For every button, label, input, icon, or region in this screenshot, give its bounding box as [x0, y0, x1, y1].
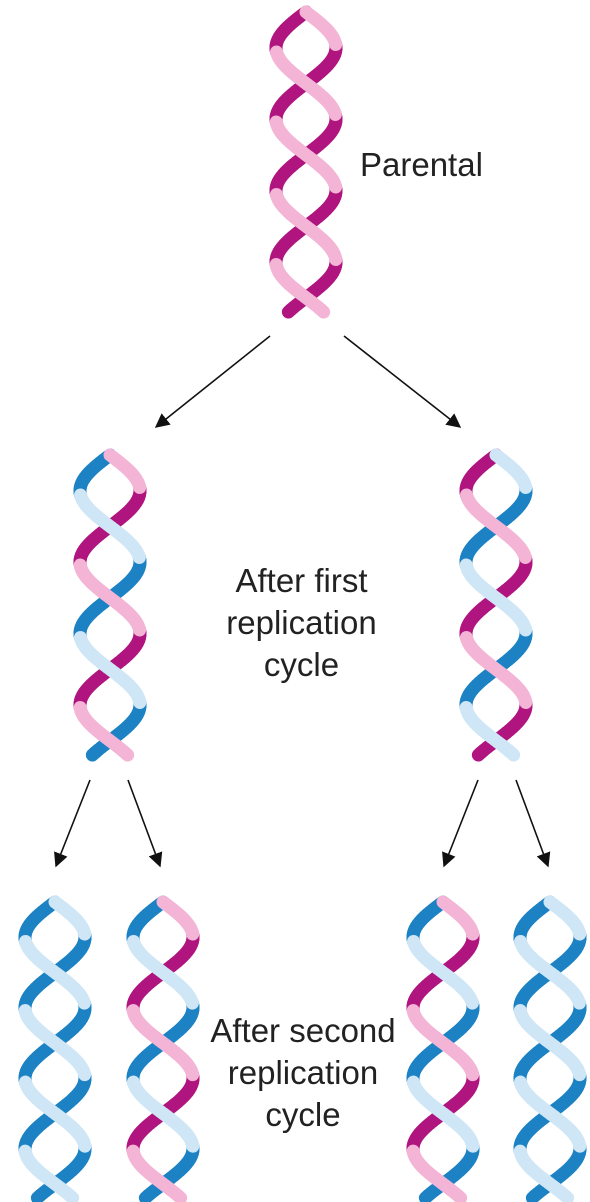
first-cycle-label: After first replication cycle	[214, 560, 389, 686]
dna-helix-parental	[276, 12, 336, 312]
parental-label: Parental	[360, 144, 483, 186]
replication-arrow	[516, 780, 548, 866]
replication-arrow	[56, 780, 90, 866]
dna-helix-second	[25, 902, 85, 1198]
dna-helix-second	[133, 902, 193, 1198]
replication-arrow	[444, 780, 478, 866]
replication-arrow	[156, 336, 270, 427]
replication-arrow	[344, 336, 460, 427]
dna-helix-second	[520, 902, 580, 1198]
second-cycle-label: After second replication cycle	[208, 1010, 398, 1136]
dna-helix-second	[413, 902, 473, 1198]
dna-helix-first	[80, 455, 140, 755]
replication-arrow	[128, 780, 160, 866]
dna-helix-first	[466, 455, 526, 755]
